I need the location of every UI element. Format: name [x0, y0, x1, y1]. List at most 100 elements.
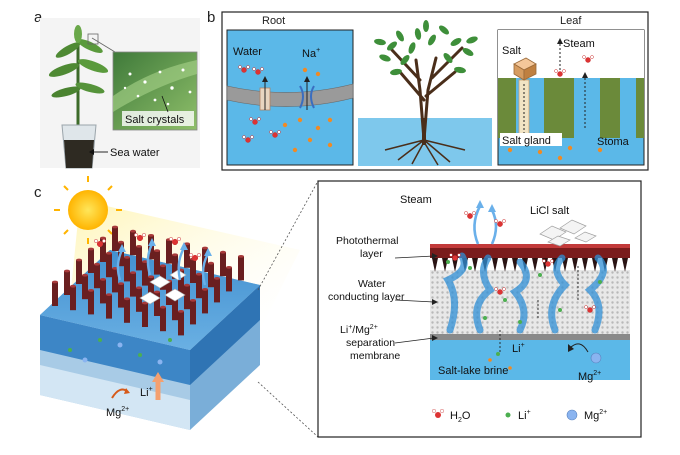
salt-label: Salt [502, 45, 521, 57]
pillar [130, 229, 136, 256]
photothermal-tooth [492, 258, 498, 272]
legend: H2O Li+ Mg2+ [432, 409, 607, 424]
steam-molecules [94, 233, 201, 262]
water-cond-pointer [394, 299, 435, 303]
root-title: Root [262, 15, 285, 27]
legend-h2o-label: H2O [450, 410, 471, 424]
device-mg-sup: 2+ [121, 406, 129, 413]
pillar [100, 278, 106, 304]
pillar [178, 310, 184, 336]
legend-mg-label: Mg2+ [584, 409, 607, 422]
pillar [142, 260, 148, 286]
device-mg-text: Mg [106, 407, 121, 419]
root-box [226, 29, 354, 166]
legend-li-a: Li [518, 410, 527, 422]
photothermal-tooth [582, 258, 588, 272]
water-label: Water [233, 46, 262, 58]
legend-mg-icon [566, 409, 578, 421]
legend-mg-a: Mg [584, 410, 599, 422]
pillar [172, 253, 178, 279]
detail-li-text: Li [512, 343, 521, 355]
pillar [106, 293, 112, 319]
membrane-li: Li [340, 324, 348, 336]
panel-a-letter: a [34, 9, 43, 26]
pillar [196, 272, 202, 299]
membrane-mg: /Mg [352, 324, 370, 336]
sun-icon [54, 176, 122, 244]
salt-pointer [161, 95, 169, 113]
membrane-label-3: membrane [350, 350, 400, 362]
pillar [124, 297, 130, 323]
pillar [214, 277, 220, 303]
pillar [154, 290, 160, 316]
photothermal-tooth [432, 258, 438, 272]
photothermal-label-1: Photothermal [336, 235, 398, 247]
photothermal-label-2: layer [360, 248, 383, 260]
photothermal-tooth [472, 258, 478, 272]
legend-mg-sup: 2+ [599, 409, 607, 416]
pillar [112, 225, 118, 251]
sea-water-label: Sea water [110, 147, 160, 159]
brine-label: Salt-lake brine [438, 365, 508, 377]
legend-h2o-a: H [450, 410, 458, 422]
pillar [112, 267, 118, 293]
pillar [76, 258, 82, 284]
pillar [88, 247, 94, 273]
detail-mg-text: Mg [578, 371, 593, 383]
membrane-arrowhead [432, 335, 438, 341]
panel-b-letter: b [207, 9, 215, 26]
photothermal-tooth [452, 258, 458, 272]
zoom-box [87, 33, 99, 45]
pillar [184, 242, 190, 268]
detail-mg-label: Mg2+ [578, 370, 601, 383]
pillar [82, 273, 88, 300]
salt-gland-label: Salt gland [502, 135, 551, 147]
photothermal-tooth [532, 258, 538, 272]
pillar [88, 289, 94, 315]
water-cond-arrowhead [432, 299, 438, 305]
sea-water-arrowhead [89, 149, 94, 155]
pillar [52, 280, 58, 306]
legend-li-sup: + [527, 409, 531, 416]
detail-cross-section [430, 200, 630, 380]
detail-li-label: Li+ [512, 342, 525, 355]
detail-steam-label: Steam [400, 194, 432, 206]
water-cond-label-1: Water [358, 278, 386, 290]
steam-arrowheads [118, 238, 212, 256]
connector-top [257, 180, 319, 291]
membrane-mg-sup: 2+ [370, 324, 378, 331]
photothermal-tooth [512, 258, 518, 272]
pillar [154, 249, 160, 275]
membrane-label-2: separation [346, 337, 395, 349]
photothermal-pointer [394, 255, 435, 259]
photothermal-arrowhead [432, 253, 438, 259]
device-3d [40, 225, 260, 430]
pillar [226, 266, 232, 292]
sodium-sup: + [316, 47, 320, 54]
photothermal-tooth [502, 258, 508, 272]
legend-li-icon [505, 412, 511, 418]
pillar [106, 251, 112, 278]
legend-li-label: Li+ [518, 409, 531, 422]
device-li-label: Li+ [140, 386, 153, 399]
salt-gland-label-bg [500, 133, 562, 146]
device-li-text: Li [140, 387, 149, 399]
water-cond-label-2: conducting layer [328, 291, 405, 303]
pillar [220, 250, 226, 277]
legend-h2o-icon [432, 409, 445, 418]
pillar [70, 284, 76, 311]
pillar [190, 257, 196, 283]
steam-label: Steam [563, 38, 595, 50]
panel-c-letter: c [34, 184, 42, 201]
photothermal-tooth [622, 258, 628, 272]
steam-arrows [116, 243, 210, 286]
pillar [94, 262, 100, 289]
photothermal-tooth [612, 258, 618, 272]
pillar [148, 275, 154, 301]
membrane-li-sup: + [348, 324, 352, 331]
detail-licl-label: LiCl salt [530, 205, 569, 217]
pillar [64, 269, 70, 295]
pillar [238, 255, 244, 281]
